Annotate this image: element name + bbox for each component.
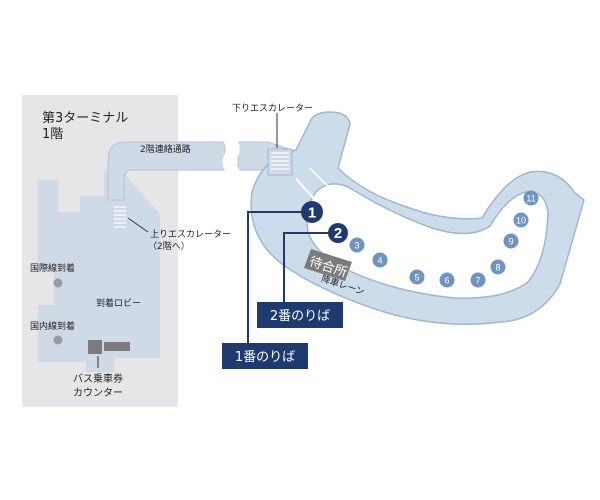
stop-5: 5 [409, 269, 425, 285]
lane-guide-inner [309, 167, 511, 238]
stop-1: 1 [301, 201, 323, 223]
up-escalator-sub-label: （2階へ） [148, 241, 190, 252]
platform1-leader [247, 211, 312, 352]
corridor-label: 2階連絡通路 [140, 143, 191, 155]
stop-1-number: 1 [308, 205, 316, 222]
stop-8: 8 [490, 259, 506, 275]
waiting-area [304, 249, 352, 281]
arrival-lobby-label: 到着ロビー [96, 297, 141, 309]
stop-9-number: 9 [508, 237, 513, 247]
stop-9: 9 [503, 233, 519, 249]
domestic-arrivals-label: 国内線到着 [30, 320, 75, 332]
stop-6-number: 6 [444, 276, 449, 286]
platform-2-text: 2番のりば [270, 309, 330, 324]
stop-7-number: 7 [475, 276, 480, 286]
stop-6: 6 [439, 272, 455, 288]
stop-10-number: 10 [516, 216, 526, 226]
stop-11-number: 11 [526, 194, 535, 204]
bus-ticket-counter-block [88, 340, 102, 354]
arrival-lobby-area [38, 172, 160, 372]
international-arrivals-label: 国際線到着 [30, 262, 75, 274]
stop-2: 2 [328, 223, 348, 243]
terminal-title: 第3ターミナル [42, 111, 128, 126]
platform-1-label: 1番のりば [222, 343, 308, 369]
bus-ticket-counter-sub-label: カウンター [73, 387, 123, 399]
stop-2-number: 2 [334, 225, 342, 242]
stop-11: 11 [523, 190, 539, 206]
stop-10: 10 [513, 212, 529, 228]
down-escalator-icon [267, 148, 293, 176]
stop-3: 3 [349, 237, 365, 253]
down-escalator-label: 下りエスカレーター [232, 103, 313, 114]
platform2-leader [283, 232, 338, 315]
terminal-floor: 1階 [42, 127, 63, 142]
corridor-break-mark [222, 136, 232, 176]
bus-ticket-counter-desk [104, 342, 130, 351]
stop-5-number: 5 [414, 273, 419, 283]
up-escalator-icon [114, 206, 126, 228]
up-escalator-leader [127, 217, 149, 233]
stop-7: 7 [470, 272, 486, 288]
international-arrivals-exit-marker [53, 278, 63, 288]
domestic-arrivals-exit-marker [53, 335, 63, 345]
stop-4-number: 4 [377, 256, 382, 266]
stop-8-number: 8 [495, 263, 500, 273]
stop-4: 4 [372, 252, 388, 268]
stop-3-number: 3 [354, 241, 359, 251]
bus-ticket-counter-label: バス乗車券 [73, 372, 123, 385]
platform-2-label: 2番のりば [257, 302, 343, 328]
corridor-break-mark-2 [232, 136, 242, 176]
platform-1-text: 1番のりば [235, 350, 295, 365]
up-escalator-label: 上りエスカレーター [150, 229, 231, 240]
